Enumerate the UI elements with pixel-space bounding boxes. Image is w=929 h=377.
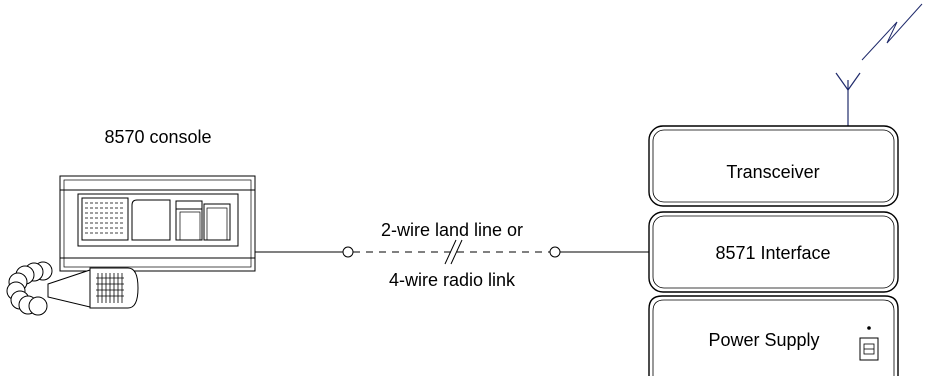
handset-icon [6, 261, 139, 316]
interface-box: 8571 Interface [648, 211, 899, 293]
connection-link [255, 239, 649, 265]
interface-label: 8571 Interface [715, 243, 830, 263]
power-supply-label: Power Supply [708, 330, 819, 350]
console-icon [59, 175, 256, 272]
link-label-bottom: 4-wire radio link [389, 270, 516, 290]
transceiver-label: Transceiver [726, 162, 819, 182]
power-supply-box: Power Supply [648, 295, 899, 376]
transceiver-box: Transceiver [648, 125, 899, 207]
power-switch-icon [859, 326, 879, 361]
link-label-top: 2-wire land line or [381, 220, 523, 240]
antenna-icon [835, 3, 923, 126]
console-label: 8570 console [104, 127, 211, 147]
